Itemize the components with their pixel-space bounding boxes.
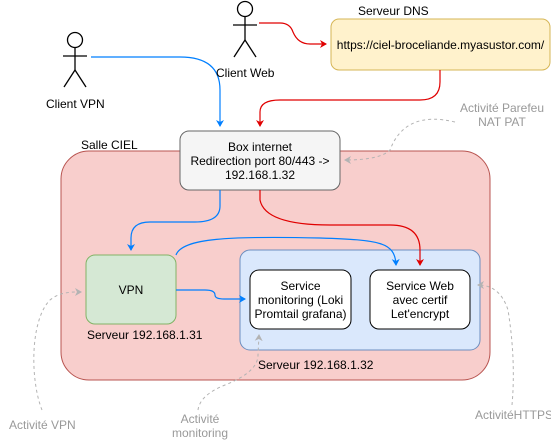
vpn-server-label: Serveur 192.168.1.31 <box>87 328 203 342</box>
client-vpn-label: Client VPN <box>46 97 105 111</box>
client-vpn-actor-icon <box>63 31 87 88</box>
server-32-label: Serveur 192.168.1.32 <box>258 358 374 372</box>
web-line2: avec certif <box>392 292 448 307</box>
arrow-activity-parefeu <box>344 118 456 164</box>
box-internet-text: Box internet Redirection port 80/443 -> … <box>180 131 340 190</box>
monitoring-line2: monitoring (Loki <box>257 292 344 307</box>
monitoring-text: Service monitoring (Loki Promtail grafan… <box>250 270 351 329</box>
activity-monitoring-line2: monitoring <box>171 426 229 440</box>
client-web-label: Client Web <box>216 66 275 80</box>
arrow-box-to-web <box>259 190 424 266</box>
activity-parefeu-line1: Activité Parefeu <box>459 101 545 115</box>
arrow-client-vpn-to-box <box>91 56 224 127</box>
web-service-box <box>369 269 471 330</box>
activity-parefeu-label: Activité Parefeu NAT PAT <box>452 101 551 129</box>
arrow-box-to-vpn <box>127 190 221 251</box>
vpn-label: VPN <box>118 282 144 297</box>
activity-vpn-label: Activité VPN <box>9 418 76 432</box>
arrow-vpn-to-web <box>175 236 400 266</box>
arrow-activity-monitoring <box>197 334 263 411</box>
activity-https-label: ActivitéHTTPS <box>475 408 551 422</box>
arrow-vpn-to-monitoring <box>176 289 246 303</box>
dns-url: https://ciel-broceliande.myasustor.com/ <box>336 37 545 52</box>
activity-monitoring-label: Activité monitoring <box>160 412 240 440</box>
salle-ciel-label: Salle CIEL <box>81 138 138 152</box>
client-web-actor-icon <box>233 0 257 58</box>
web-line3: Let'encrypt <box>390 306 450 321</box>
box-internet-line2: Redirection port 80/443 -> <box>190 153 330 168</box>
arrow-activity-https <box>477 281 514 406</box>
web-line1: Service Web <box>386 278 454 293</box>
box-internet-line1: Box internet <box>227 139 293 154</box>
monitoring-line3: Promtail grafana) <box>254 306 347 321</box>
arrow-client-web-to-dns <box>259 22 327 48</box>
activity-monitoring-line1: Activité <box>180 412 220 426</box>
box-internet-line3: 192.168.1.32 <box>224 167 296 182</box>
monitoring-box <box>249 269 352 330</box>
dns-title: Serveur DNS <box>358 4 429 18</box>
monitoring-line1: Service <box>280 278 321 293</box>
arrow-activity-vpn <box>33 288 82 411</box>
web-service-text: Service Web avec certif Let'encrypt <box>370 270 470 329</box>
arrow-dns-to-box <box>256 70 441 127</box>
activity-parefeu-line2: NAT PAT <box>478 115 526 129</box>
